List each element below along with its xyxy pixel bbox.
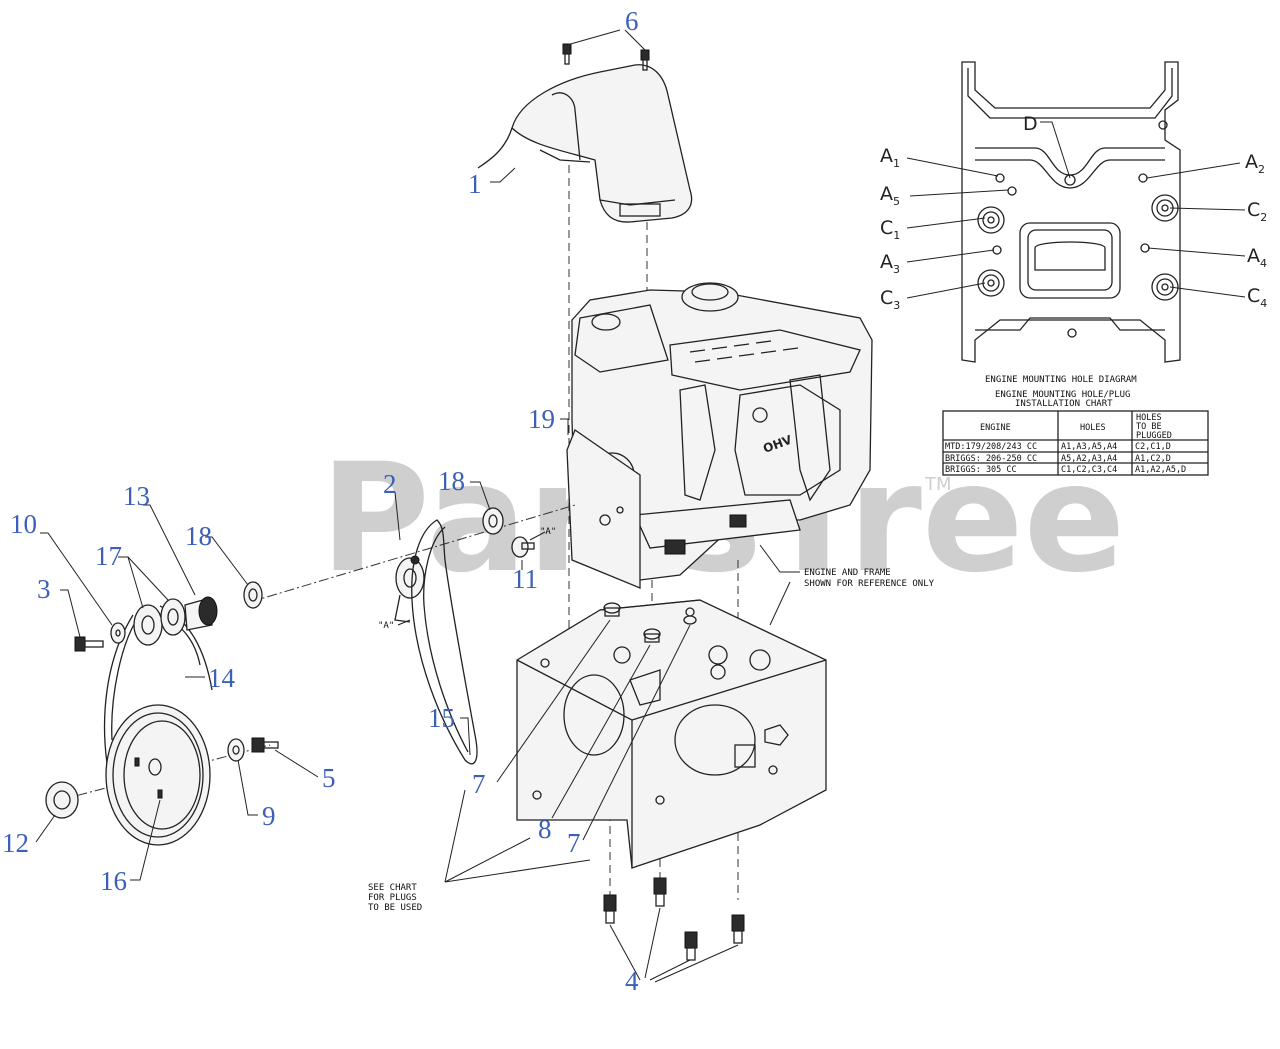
plug-chart-header-plug-1: HOLES bbox=[1136, 413, 1162, 423]
plug-8 bbox=[643, 628, 661, 643]
bolt-11 bbox=[511, 536, 535, 558]
callout-2: 2 bbox=[383, 469, 397, 499]
callout-11: 11 bbox=[512, 564, 538, 594]
ref-a-label-2: "A" bbox=[540, 527, 556, 537]
pulley-17a bbox=[133, 604, 163, 646]
shaft-13 bbox=[184, 596, 218, 631]
plug-chart-table: ENGINE HOLES HOLES TO BE PLUGGED MTD:179… bbox=[942, 410, 1209, 476]
callout-19: 19 bbox=[528, 404, 555, 434]
callout-14: 14 bbox=[208, 663, 236, 693]
see-chart-note-3: TO BE USED bbox=[368, 903, 422, 913]
callout-7a: 7 bbox=[472, 769, 486, 799]
callout-12: 12 bbox=[2, 828, 29, 858]
callout-9: 9 bbox=[262, 801, 276, 831]
plug-chart-row-holes: A1,A3,A5,A4 bbox=[1061, 442, 1117, 452]
vent-slots bbox=[689, 340, 799, 363]
callout-5: 5 bbox=[322, 763, 336, 793]
plug-chart-row-holes: A5,A2,A3,A4 bbox=[1061, 454, 1117, 464]
callout-labels: 1 2 3 4 5 6 7 7 8 9 10 11 12 13 14 15 16… bbox=[2, 6, 639, 996]
plug-7a bbox=[603, 602, 621, 617]
callout-1: 1 bbox=[468, 169, 482, 199]
leader-lines bbox=[35, 29, 800, 983]
washer-18a bbox=[243, 581, 263, 609]
belt-15 bbox=[411, 519, 478, 765]
large-pulley-16 bbox=[105, 704, 211, 846]
plug-chart-header-engine: ENGINE bbox=[980, 423, 1011, 433]
bolt-5 bbox=[251, 737, 279, 753]
belt-cover-part bbox=[477, 64, 693, 223]
idler-2 bbox=[394, 555, 425, 623]
hole-label-C4: C4 bbox=[1247, 285, 1267, 310]
callout-17: 17 bbox=[95, 541, 122, 571]
callout-13: 13 bbox=[123, 481, 150, 511]
bolt-4a bbox=[603, 894, 617, 924]
hole-label-D: D bbox=[1023, 113, 1038, 135]
hole-label-C1: C1 bbox=[880, 217, 900, 242]
watermark-tm: TM bbox=[924, 474, 952, 495]
plug-chart-row-holes: C1,C2,C3,C4 bbox=[1061, 465, 1117, 475]
see-chart-note-1: SEE CHART bbox=[368, 883, 417, 893]
plug-7b bbox=[683, 615, 697, 625]
crank-axis bbox=[249, 504, 576, 603]
ref-a-label-1: "A" bbox=[378, 621, 394, 631]
washer-9 bbox=[227, 738, 245, 762]
callout-8: 8 bbox=[538, 814, 552, 844]
callout-18b: 18 bbox=[438, 466, 465, 496]
callout-16: 16 bbox=[100, 866, 127, 896]
plug-chart-title-1: ENGINE MOUNTING HOLE/PLUG bbox=[995, 390, 1130, 400]
hole-label-C2: C2 bbox=[1247, 199, 1267, 224]
plug-chart-row-engine: BRIGGS: 206-250 CC bbox=[945, 454, 1037, 464]
screw-6a bbox=[562, 43, 572, 65]
hole bbox=[616, 506, 624, 514]
callout-18a: 18 bbox=[185, 521, 212, 551]
hole-label-A2: A2 bbox=[1245, 151, 1265, 176]
engine-frame-note-2: SHOWN FOR REFERENCE ONLY bbox=[804, 579, 935, 589]
plug-chart-header-holes: HOLES bbox=[1080, 423, 1106, 433]
hole-label-C3: C3 bbox=[880, 287, 900, 312]
plug-chart-row-plugged: A1,A2,A5,D bbox=[1135, 465, 1186, 475]
see-chart-note-2: FOR PLUGS bbox=[368, 893, 417, 903]
engine-frame-note-1: ENGINE AND FRAME bbox=[804, 568, 891, 578]
hole-diagram bbox=[906, 61, 1246, 363]
plug-chart-header-plug-3: PLUGGED bbox=[1136, 431, 1172, 441]
engine-mount-plate bbox=[566, 429, 641, 589]
bolt-3 bbox=[74, 636, 104, 652]
callout-7b: 7 bbox=[567, 828, 581, 858]
plug-chart-row-engine: MTD:179/208/243 CC bbox=[945, 442, 1037, 452]
hole-label-A5: A5 bbox=[880, 183, 900, 208]
plug-chart-row-plugged: C2,C1,D bbox=[1135, 442, 1171, 452]
callout-15: 15 bbox=[428, 703, 455, 733]
plug-chart-title-2: INSTALLATION CHART bbox=[1015, 399, 1113, 409]
belt-15-inner bbox=[423, 526, 469, 753]
callout-10: 10 bbox=[10, 509, 37, 539]
hole-labels: D A1 A2 A5 C1 C2 A3 A4 C3 C4 bbox=[880, 113, 1267, 312]
hole-label-A1: A1 bbox=[880, 145, 900, 170]
hole-label-A4: A4 bbox=[1247, 245, 1267, 270]
plug-chart-header-plug-2: TO BE bbox=[1136, 422, 1162, 432]
washer-18b bbox=[482, 507, 504, 535]
pulley-17b bbox=[160, 598, 186, 636]
plug-chart-row-plugged: A1,C2,D bbox=[1135, 454, 1171, 464]
hub-12 bbox=[45, 781, 79, 819]
callout-4: 4 bbox=[625, 966, 639, 996]
frame-part bbox=[516, 599, 827, 869]
plug-chart-row-engine: BRIGGS: 305 CC bbox=[945, 465, 1017, 475]
bolt-4c bbox=[731, 914, 745, 944]
bolt-4b bbox=[653, 877, 667, 907]
hole bbox=[599, 514, 611, 526]
washer-10 bbox=[110, 622, 126, 644]
hole-label-A3: A3 bbox=[880, 251, 900, 276]
hole-diagram-title: ENGINE MOUNTING HOLE DIAGRAM bbox=[985, 375, 1137, 385]
callout-3: 3 bbox=[37, 574, 51, 604]
bolt-4d bbox=[684, 931, 698, 961]
callout-6: 6 bbox=[625, 6, 639, 36]
